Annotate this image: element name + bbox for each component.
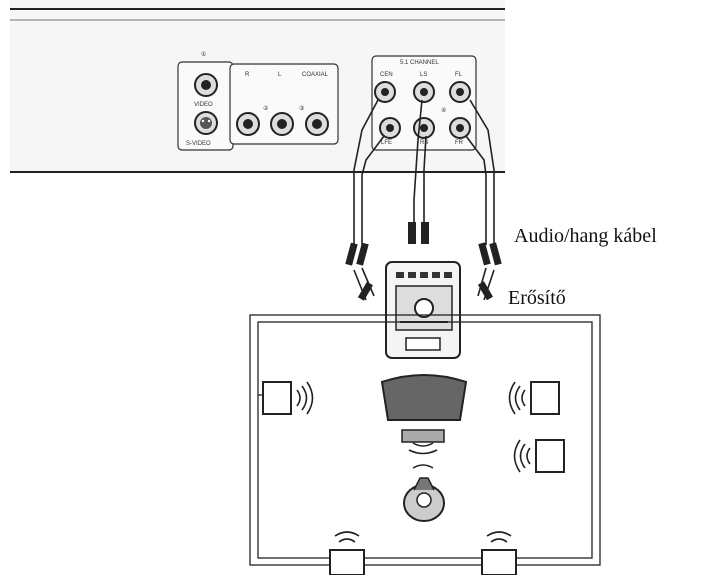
audio-r-jack[interactable] bbox=[236, 112, 260, 136]
subwoofer-icon bbox=[401, 429, 445, 443]
video-jack[interactable] bbox=[194, 73, 218, 97]
coaxial-jack[interactable] bbox=[305, 112, 329, 136]
fr-label: FR bbox=[455, 140, 464, 146]
audio-cable-label: Audio/hang kábel bbox=[514, 225, 657, 247]
video-jack-number: ① bbox=[201, 51, 206, 58]
listener-icon bbox=[403, 477, 445, 522]
sound-wave-icons bbox=[296, 381, 531, 543]
amplifier-icon bbox=[385, 261, 461, 359]
lfe-label: LFE bbox=[381, 140, 392, 146]
coaxial-jack-number: ③ bbox=[299, 105, 304, 112]
speaker-icon bbox=[262, 381, 565, 575]
coaxial-label: COAXIAL bbox=[302, 72, 329, 78]
s-video-jack-label: S-VIDEO bbox=[186, 141, 211, 147]
speaker-wiring bbox=[249, 314, 601, 566]
fr-jack[interactable] bbox=[449, 117, 471, 139]
audio-l-jack[interactable] bbox=[270, 112, 294, 136]
lfe-jack[interactable] bbox=[379, 117, 401, 139]
dvd-player-rear-panel: ① VIDEO S-VIDEO R L COAXIAL ② ③ bbox=[10, 0, 505, 173]
ls-jack[interactable] bbox=[413, 81, 435, 103]
audio-r-label: R bbox=[245, 72, 250, 78]
television-icon bbox=[380, 374, 468, 421]
channel-title: 5.1 CHANNEL bbox=[400, 60, 439, 66]
fl-label: FL bbox=[455, 72, 463, 78]
fl-jack[interactable] bbox=[449, 81, 471, 103]
amplifier-label: Erősítő bbox=[508, 287, 566, 309]
audio-cables bbox=[353, 99, 495, 301]
video-jack-label: VIDEO bbox=[194, 102, 213, 108]
s-video-jack[interactable] bbox=[194, 111, 218, 135]
audio-jack-number: ② bbox=[263, 105, 269, 112]
rs-label: RS bbox=[420, 140, 428, 146]
rs-jack[interactable] bbox=[413, 117, 435, 139]
cen-jack[interactable] bbox=[374, 81, 396, 103]
audio-l-label: L bbox=[278, 72, 282, 78]
channel-jack-number: ④ bbox=[441, 107, 446, 114]
ls-label: LS bbox=[420, 72, 427, 78]
rca-plug-icon bbox=[345, 222, 502, 301]
cen-label: CEN bbox=[380, 72, 393, 78]
